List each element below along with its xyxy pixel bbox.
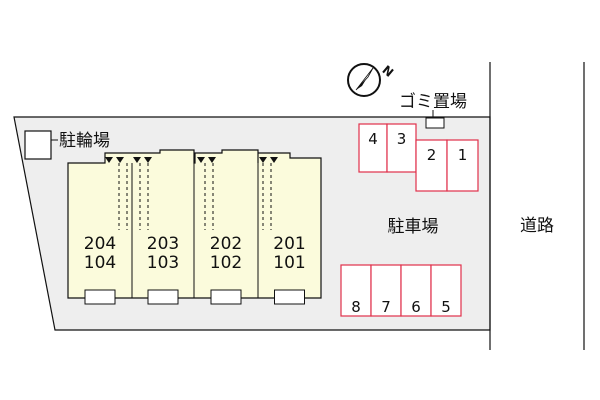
parking-space-number: 6: [411, 298, 421, 316]
parking-space: [340, 264, 372, 317]
unit-number-upper: 203: [147, 234, 179, 254]
parking-space: [370, 264, 402, 317]
parking-space-number: 5: [441, 298, 451, 316]
unit-box: [210, 289, 242, 305]
parking-space-number: 4: [368, 130, 378, 148]
unit-box: [147, 289, 179, 305]
unit-number-lower: 104: [84, 253, 116, 273]
parking-space: [446, 139, 479, 192]
entrance-marker: [133, 157, 141, 163]
unit-number-lower: 103: [147, 253, 179, 273]
parking-space-number: 1: [458, 146, 468, 164]
unit-number-upper: 204: [84, 234, 116, 254]
parking-space-number: 7: [381, 298, 391, 316]
unit-box: [84, 289, 116, 305]
parking-space: [386, 123, 417, 173]
compass-icon: N: [347, 63, 397, 97]
garbage-label: ゴミ置場: [399, 91, 467, 112]
parking-label: 駐車場: [388, 217, 439, 237]
entrance-marker: [116, 157, 124, 163]
entrance-marker: [197, 157, 205, 163]
parking-space: [400, 264, 432, 317]
unit-number-lower: 101: [273, 253, 305, 273]
entrance-marker: [105, 157, 113, 163]
unit-number-upper: 202: [210, 234, 242, 254]
compass-letter: N: [380, 63, 397, 80]
parking-space: [415, 139, 448, 192]
bicycle-parking-label: 駐輪場: [59, 131, 110, 151]
unit-number-lower: 102: [210, 253, 242, 273]
unit-box: [274, 289, 305, 305]
parking-space-number: 3: [397, 130, 407, 148]
entrance-marker: [208, 157, 216, 163]
road-label: 道路: [520, 216, 554, 236]
parking-row-bottom: 8 7 6 5: [340, 264, 462, 317]
entrance-marker: [259, 157, 267, 163]
parking-space-number: 8: [351, 298, 361, 316]
parking-row-top: 4 3 2 1: [358, 123, 479, 192]
bicycle-parking-area: [24, 130, 52, 160]
entrance-marker: [270, 157, 278, 163]
parking-space: [430, 264, 462, 317]
unit-number-upper: 201: [273, 234, 305, 254]
parking-space-number: 2: [427, 146, 437, 164]
garbage-area: [425, 117, 445, 129]
entrance-marker: [144, 157, 152, 163]
